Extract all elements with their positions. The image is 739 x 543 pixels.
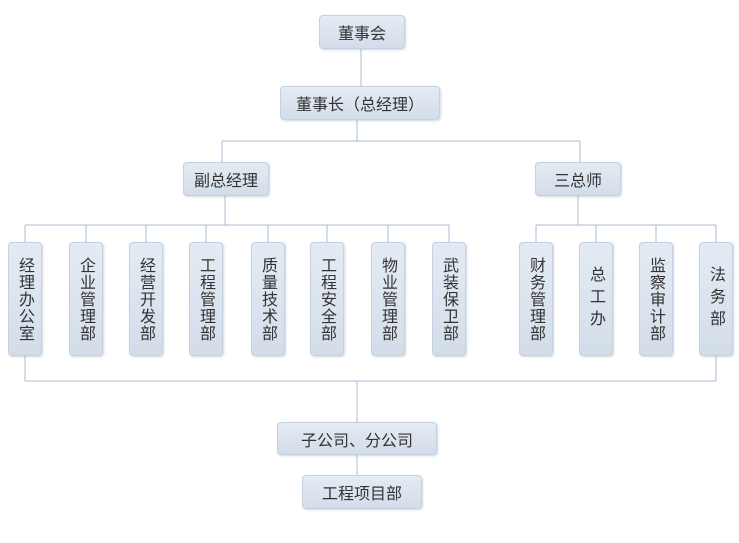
dept-node-legal: 法务部 (699, 242, 733, 356)
dept-node-engineering-mgmt: 工程管理部 (189, 242, 223, 356)
dept-node-finance: 财务管理部 (519, 242, 553, 356)
board-node: 董事会 (319, 15, 405, 49)
vice-gm-node: 副总经理 (183, 162, 269, 196)
subsidiaries-node: 子公司、分公司 (277, 422, 437, 455)
dept-node-chief-engineer-office: 总工办 (579, 242, 613, 356)
dept-node-business-dev: 经营开发部 (129, 242, 163, 356)
three-chiefs-node: 三总师 (535, 162, 621, 196)
project-dept-node: 工程项目部 (302, 475, 422, 509)
chairman-node: 董事长（总经理） (280, 86, 440, 120)
dept-node-property-mgmt: 物业管理部 (371, 242, 405, 356)
dept-node-armed-security: 武装保卫部 (432, 242, 466, 356)
dept-node-manager-office: 经理办公室 (8, 242, 42, 356)
dept-node-audit: 监察审计部 (639, 242, 673, 356)
dept-node-quality-tech: 质量技术部 (251, 242, 285, 356)
dept-node-enterprise-mgmt: 企业管理部 (69, 242, 103, 356)
dept-node-engineering-safety: 工程安全部 (310, 242, 344, 356)
